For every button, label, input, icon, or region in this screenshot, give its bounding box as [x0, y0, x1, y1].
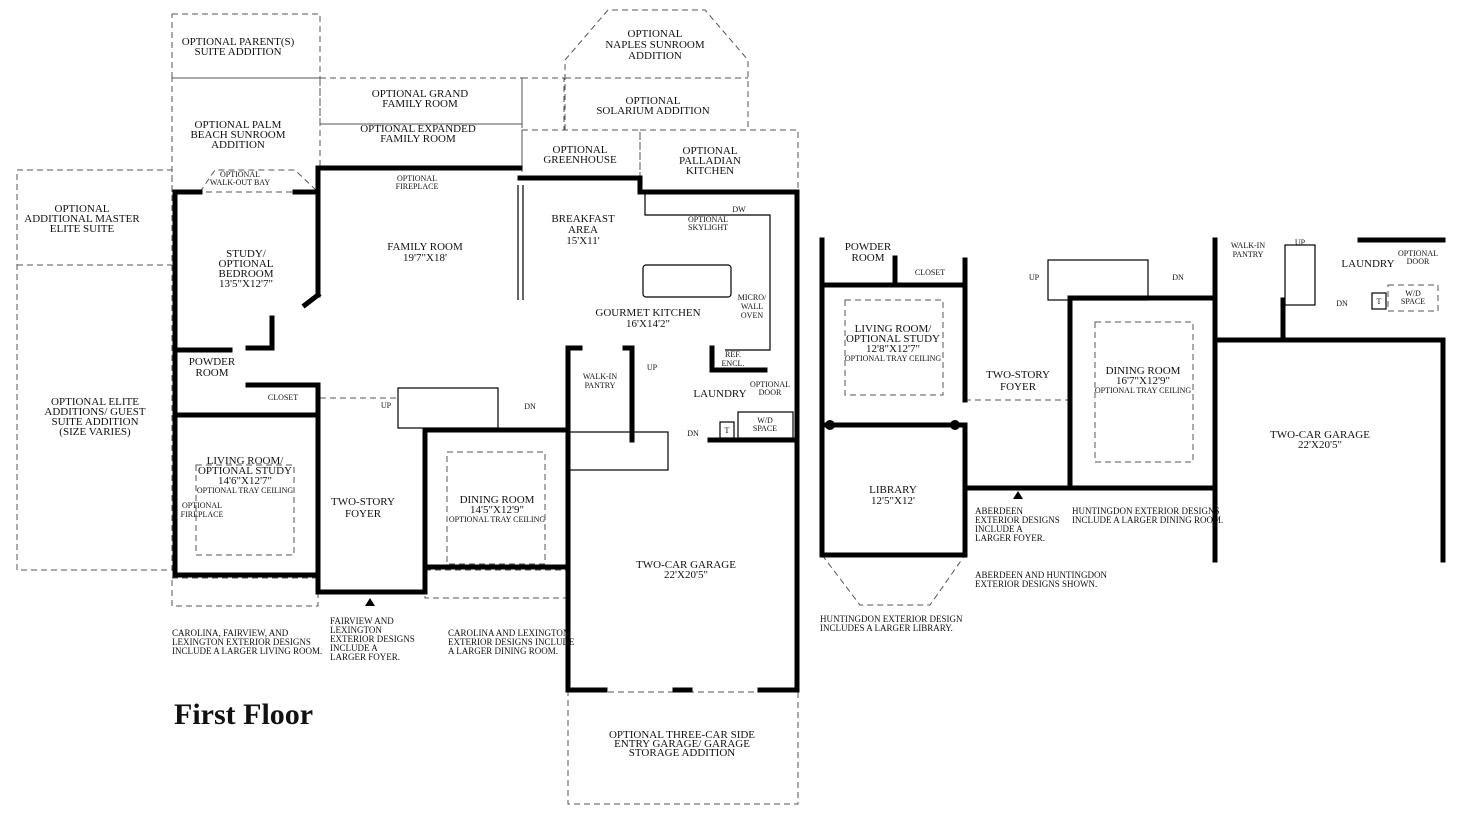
alt-label-closet: CLOSET: [915, 268, 945, 277]
alt-label-dn: DN: [1172, 273, 1184, 282]
label-dn-2: DN: [687, 429, 699, 438]
walls-main: [172, 165, 800, 693]
labels-main: OPTIONAL PARENT(S)SUITE ADDITION OPTIONA…: [24, 28, 790, 759]
alt-label-t: T: [1377, 297, 1382, 306]
label-up-2: UP: [647, 363, 658, 372]
alt-label-laundry: LAUNDRY: [1341, 258, 1394, 270]
alt-entry-arrow-icon: [1013, 491, 1023, 499]
label-parents-suite: OPTIONAL PARENT(S)SUITE ADDITION: [182, 36, 295, 58]
label-t: T: [725, 426, 730, 435]
label-ref: REF.ENCL.: [722, 350, 745, 368]
page-title: First Floor: [174, 698, 313, 731]
walls-alternate: [819, 237, 1446, 563]
alt-label-up: UP: [1029, 273, 1040, 282]
label-dw: DW: [732, 205, 746, 214]
label-up: UP: [381, 401, 392, 410]
alt-label-dn-2: DN: [1336, 299, 1348, 308]
label-closet: CLOSET: [268, 393, 298, 402]
alt-label-up-2: UP: [1295, 238, 1306, 247]
label-dn: DN: [524, 402, 536, 411]
label-laundry: LAUNDRY: [693, 388, 746, 400]
entry-arrow-icon: [365, 598, 375, 606]
